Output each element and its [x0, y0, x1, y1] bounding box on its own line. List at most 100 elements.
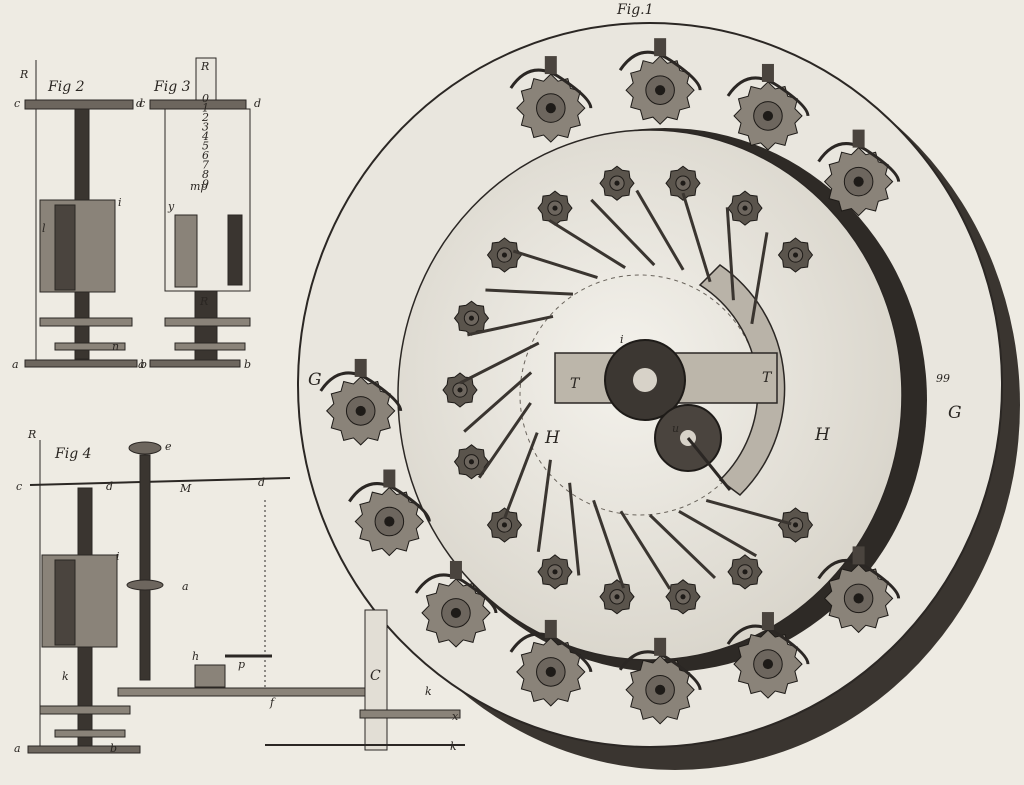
fig3-scale-number: 5 [202, 140, 209, 153]
outer-gear-mechanism [348, 469, 431, 557]
fig3-scale-number: 9 [202, 178, 209, 191]
inner-ratchet-wheel [442, 372, 478, 408]
outer-gear-mechanism [726, 612, 810, 699]
fig3-disc-2 [174, 342, 246, 351]
fig3-scale-number: 1 [202, 102, 209, 115]
fig4-label-kk: k [425, 685, 432, 698]
fig2-disc-2 [54, 342, 126, 351]
inner-ratchet-wheel [727, 554, 763, 590]
fig4-disc-1 [39, 705, 131, 715]
fig3-label-R-top: R [200, 60, 209, 73]
linkage-rod [467, 314, 554, 337]
fig3-label-c: c [139, 97, 145, 110]
linkage-rod [592, 499, 625, 589]
fig4-arm-x [359, 709, 461, 719]
curved-band [698, 264, 786, 496]
fig3-scale-number: 0 [202, 92, 209, 105]
linkage-rod [619, 510, 672, 590]
fig3-label-y: y [167, 200, 175, 213]
fig4-label-k: k [62, 670, 69, 683]
fig2-label-l: l [42, 222, 46, 235]
fig2-label-a: a [12, 358, 19, 371]
fig2-diagram: Fig 2 R c d a b i n l [12, 60, 147, 371]
fig4-lower-beam [117, 687, 379, 697]
fig4-label-R: R [27, 428, 36, 441]
linkage-rod [503, 432, 539, 520]
outer-gear-mechanism [509, 619, 593, 707]
label-H-right: H [814, 425, 831, 445]
fig3-scale-number: 6 [202, 149, 209, 162]
fig4-center-disc [126, 579, 164, 591]
linkage-rod [681, 192, 712, 283]
fig3-scale-number: 4 [201, 130, 209, 143]
fig3-scale-number: 8 [202, 168, 209, 181]
label-G-right: G [948, 403, 962, 423]
fig4-cylinder [41, 554, 118, 648]
fig4-block-h [194, 664, 226, 688]
fig4-label-h: h [192, 650, 199, 663]
fig4-top-knob [128, 441, 162, 455]
fig1-wheel: Fig.1 G G H H T T i u 99 [297, 2, 1020, 770]
inner-ratchet-wheel [537, 554, 573, 590]
fig4-label-x: x [452, 710, 459, 723]
fig2-label-c: c [14, 97, 20, 110]
fig2-cylinder-shade [54, 204, 76, 291]
label-H-left: H [544, 428, 561, 448]
fig2-disc-1 [39, 317, 133, 327]
gear-link [686, 437, 732, 491]
inner-ratchet-wheel [453, 300, 490, 336]
fig2-top-plate [24, 99, 134, 110]
linkage-rod [477, 402, 532, 479]
inner-ratchet-wheel [777, 507, 814, 543]
label-T-left: T [570, 376, 581, 392]
linkage-rod [725, 207, 735, 301]
fig4-label-p: p [238, 658, 245, 671]
fig3-title: Fig 3 [153, 79, 191, 95]
fig4-label-d: d [106, 480, 113, 493]
linkage-rod [568, 482, 581, 576]
fig4-base [27, 745, 141, 754]
fig4-label-kkk: k [450, 740, 457, 753]
fig2-label-i: i [118, 196, 122, 209]
label-G-left: G [308, 370, 322, 390]
fig4-center-shaft [139, 454, 151, 681]
fig3-scale-number: 3 [202, 121, 209, 134]
inner-ring-mechanisms [442, 165, 814, 615]
outer-gear-mechanism [414, 560, 498, 648]
outer-gear-mechanism [817, 129, 901, 217]
label-number: 99 [936, 372, 950, 385]
linkage-rod [635, 189, 685, 271]
outer-gear-mechanism [618, 38, 702, 125]
outer-ring-mechanisms [319, 38, 901, 725]
outer-gear-mechanism [726, 63, 810, 151]
label-u: u [672, 422, 679, 435]
fig4-disc-2 [54, 729, 126, 738]
fig2-cylinder [39, 199, 116, 293]
linkage-rod [648, 513, 717, 580]
fig4-label-b: b [110, 742, 117, 755]
inner-ratchet-wheel [665, 165, 701, 201]
outer-gear-mechanism [817, 546, 901, 634]
fig2-label-n: n [112, 340, 119, 353]
fig4-label-d2: d [258, 476, 265, 489]
fig4-label-a: a [14, 742, 21, 755]
linkage-rod [590, 198, 656, 267]
inner-ratchet-wheel [665, 579, 701, 615]
fig2-title: Fig 2 [47, 79, 85, 95]
fig3-label-b: b [244, 358, 251, 371]
linkage-rod [750, 232, 769, 325]
inner-ratchet-wheel [486, 237, 523, 273]
inner-ratchet-wheel [777, 237, 814, 273]
outer-gear-mechanism [509, 56, 593, 143]
fig2-base [24, 359, 138, 368]
fig3-label-a: a [138, 358, 145, 371]
inner-ratchet-wheel [727, 190, 763, 226]
fig2-label-R: R [19, 68, 28, 81]
fig4-label-i: i [116, 550, 120, 563]
fig3-top-plate [149, 99, 247, 110]
linkage-rod [485, 288, 574, 296]
